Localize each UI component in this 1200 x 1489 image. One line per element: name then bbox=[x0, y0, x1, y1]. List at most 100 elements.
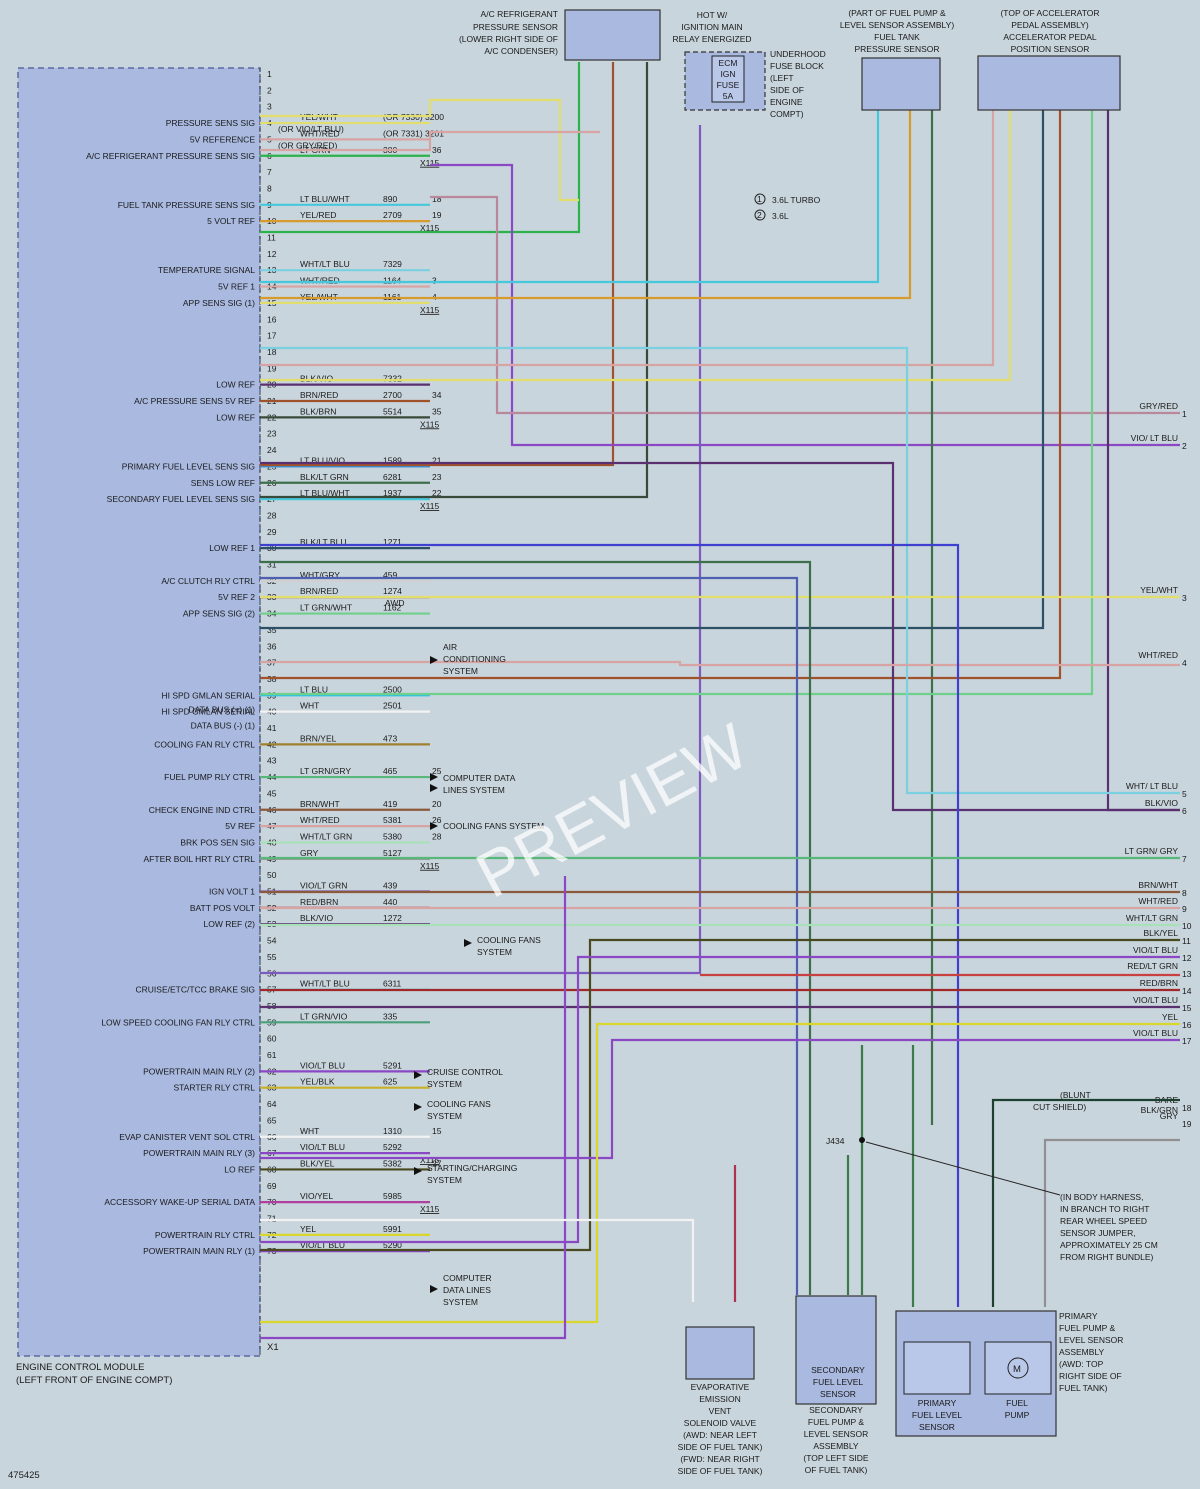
wire-color-14: WHT/RED bbox=[300, 276, 340, 286]
wire-circuit-20: 7332 bbox=[383, 374, 402, 384]
wire-cavity-6: 36 bbox=[432, 145, 442, 155]
exit-color-6: BLK/VIO bbox=[1145, 798, 1178, 808]
svg-text:FUEL PUMP &: FUEL PUMP & bbox=[1059, 1323, 1116, 1333]
wire-color-48: WHT/LT GRN bbox=[300, 831, 352, 841]
svg-text:FUEL LEVEL: FUEL LEVEL bbox=[813, 1377, 864, 1387]
ecm-connector-label: X1 bbox=[267, 1342, 279, 1353]
exit-number-14: 14 bbox=[1182, 986, 1192, 996]
ecm-pin-2: 2 bbox=[267, 85, 272, 95]
wire-color-67: VIO/LT BLU bbox=[300, 1142, 345, 1152]
ecm-pin-50: 50 bbox=[267, 870, 277, 880]
ecm-pin-23: 23 bbox=[267, 429, 277, 439]
svg-text:AWD: AWD bbox=[385, 598, 405, 608]
wire-color-51: VIO/LT GRN bbox=[300, 881, 347, 891]
ecm-function-73: POWERTRAIN MAIN RLY (1) bbox=[143, 1246, 255, 1256]
svg-text:HOT W/: HOT W/ bbox=[697, 10, 728, 20]
svg-text:SYSTEM: SYSTEM bbox=[477, 947, 512, 957]
ecm-function-14: 5V REF 1 bbox=[218, 282, 255, 292]
ecm-function-39b: DATA BUS (+) (1) bbox=[188, 704, 255, 714]
svg-text:SYSTEM: SYSTEM bbox=[443, 1297, 478, 1307]
wire-circuit-32: 459 bbox=[383, 570, 397, 580]
ecm-function-25: PRIMARY FUEL LEVEL SENS SIG bbox=[122, 461, 255, 471]
exit-number-6: 6 bbox=[1182, 806, 1187, 816]
exit-color-15: VIO/LT BLU bbox=[1133, 995, 1178, 1005]
legend: 1 3.6L TURBO 2 3.6L bbox=[754, 193, 821, 221]
ac-pressure-sensor: A/C REFRIGERANT PRESSURE SENSOR (LOWER R… bbox=[459, 9, 661, 61]
ecm-function-9: FUEL TANK PRESSURE SENS SIG bbox=[118, 200, 255, 210]
exit-color-18b: BLK/GRN bbox=[1141, 1105, 1178, 1115]
svg-text:COMPUTER DATA: COMPUTER DATA bbox=[443, 773, 516, 783]
exit-number-2: 2 bbox=[1182, 441, 1187, 451]
wire-circuit-62: 5291 bbox=[383, 1060, 402, 1070]
wire-circuit-70: 5985 bbox=[383, 1191, 402, 1201]
ecm-function-33: 5V REF 2 bbox=[218, 592, 255, 602]
exit-number-16: 16 bbox=[1182, 1020, 1192, 1030]
svg-text:FUEL TANK: FUEL TANK bbox=[874, 32, 920, 42]
svg-text:PRESSURE SENSOR: PRESSURE SENSOR bbox=[473, 22, 558, 32]
ecm-function-15: APP SENS SIG (1) bbox=[183, 298, 255, 308]
wire-cavity-27: 22 bbox=[432, 488, 442, 498]
wire-circuit-63: 625 bbox=[383, 1077, 397, 1087]
svg-text:COOLING FANS: COOLING FANS bbox=[427, 1099, 491, 1109]
svg-text:CUT SHIELD): CUT SHIELD) bbox=[1033, 1102, 1086, 1112]
svg-text:IGNITION MAIN: IGNITION MAIN bbox=[681, 22, 742, 32]
wire-color-32: WHT/GRY bbox=[300, 570, 340, 580]
exit-number-7: 7 bbox=[1182, 854, 1187, 864]
ecm-pin-1: 1 bbox=[267, 69, 272, 79]
svg-text:SENSOR JUMPER,: SENSOR JUMPER, bbox=[1060, 1228, 1136, 1238]
ecm-pin-29: 29 bbox=[267, 527, 277, 537]
wire-cavity-48: 28 bbox=[432, 831, 442, 841]
svg-text:(AWD: NEAR LEFT: (AWD: NEAR LEFT bbox=[683, 1430, 757, 1440]
wire-circuit-67: 5292 bbox=[383, 1142, 402, 1152]
wire-circuit-13: 7329 bbox=[383, 259, 402, 269]
svg-text:IGN: IGN bbox=[720, 69, 735, 79]
svg-text:IN BRANCH TO RIGHT: IN BRANCH TO RIGHT bbox=[1060, 1204, 1149, 1214]
svg-text:FUSE: FUSE bbox=[717, 80, 740, 90]
svg-text:COMPT): COMPT) bbox=[770, 109, 804, 119]
wire-connector-70: X115 bbox=[420, 1204, 439, 1214]
exit-color-13: RED/LT GRN bbox=[1127, 961, 1178, 971]
vertical-harness bbox=[260, 62, 1180, 1340]
svg-text:LEVEL SENSOR: LEVEL SENSOR bbox=[804, 1429, 868, 1439]
ecm-pin-17: 17 bbox=[267, 331, 277, 341]
svg-text:PUMP: PUMP bbox=[1005, 1410, 1030, 1420]
wire-color-21: BRN/RED bbox=[300, 390, 338, 400]
ecm-pin-45: 45 bbox=[267, 788, 277, 798]
wire-color-57: WHT/LT BLU bbox=[300, 979, 350, 989]
ecm-function-44: FUEL PUMP RLY CTRL bbox=[164, 772, 255, 782]
svg-text:ENGINE: ENGINE bbox=[770, 97, 803, 107]
svg-text:SIDE OF FUEL TANK): SIDE OF FUEL TANK) bbox=[678, 1466, 763, 1476]
exit-color-8: BRN/WHT bbox=[1138, 880, 1178, 890]
svg-text:(LEFT: (LEFT bbox=[770, 73, 794, 83]
preview-watermark: PREVIEW bbox=[465, 709, 760, 911]
wire-circuit-42: 473 bbox=[383, 733, 397, 743]
wire-circuit-48: 5380 bbox=[383, 831, 402, 841]
wire-labels: YEL/WHT(OR 7330) 3200(OR VIO/LT BLU)WHT/… bbox=[278, 112, 444, 1250]
svg-text:SECONDARY: SECONDARY bbox=[809, 1405, 863, 1415]
wire-circuit-22: 5514 bbox=[383, 406, 402, 416]
svg-text:3.6L: 3.6L bbox=[772, 211, 789, 221]
exit-number-11: 11 bbox=[1182, 936, 1191, 946]
svg-text:DATA LINES: DATA LINES bbox=[443, 1285, 491, 1295]
exit-color-1: GRY/RED bbox=[1139, 401, 1178, 411]
svg-text:SIDE OF FUEL TANK): SIDE OF FUEL TANK) bbox=[678, 1442, 763, 1452]
ecm-title: ENGINE CONTROL MODULE bbox=[16, 1362, 144, 1373]
svg-text:FUEL TANK): FUEL TANK) bbox=[1059, 1383, 1108, 1393]
ecm-function-46: CHECK ENGINE IND CTRL bbox=[149, 805, 256, 815]
wire-circuit-5: (OR 7331) 3201 bbox=[383, 128, 444, 138]
ecm-pin-7: 7 bbox=[267, 167, 272, 177]
ecm-function-47: 5V REF bbox=[225, 821, 255, 831]
wire-color-5: WHT/RED bbox=[300, 128, 340, 138]
exit-number-13: 13 bbox=[1182, 969, 1192, 979]
svg-text:(FWD: NEAR RIGHT: (FWD: NEAR RIGHT bbox=[680, 1454, 759, 1464]
exit-color-16: YEL bbox=[1162, 1012, 1178, 1022]
ecm-pin-19: 19 bbox=[267, 363, 277, 373]
ecm-function-27: SECONDARY FUEL LEVEL SENS SIG bbox=[107, 494, 255, 504]
splice-j434: J434 (IN BODY HARNESS, IN BRANCH TO RIGH… bbox=[826, 1090, 1158, 1262]
svg-text:SYSTEM: SYSTEM bbox=[427, 1111, 462, 1121]
ecm-pin-41: 41 bbox=[267, 723, 277, 733]
ecm-function-10: 5 VOLT REF bbox=[207, 216, 255, 226]
